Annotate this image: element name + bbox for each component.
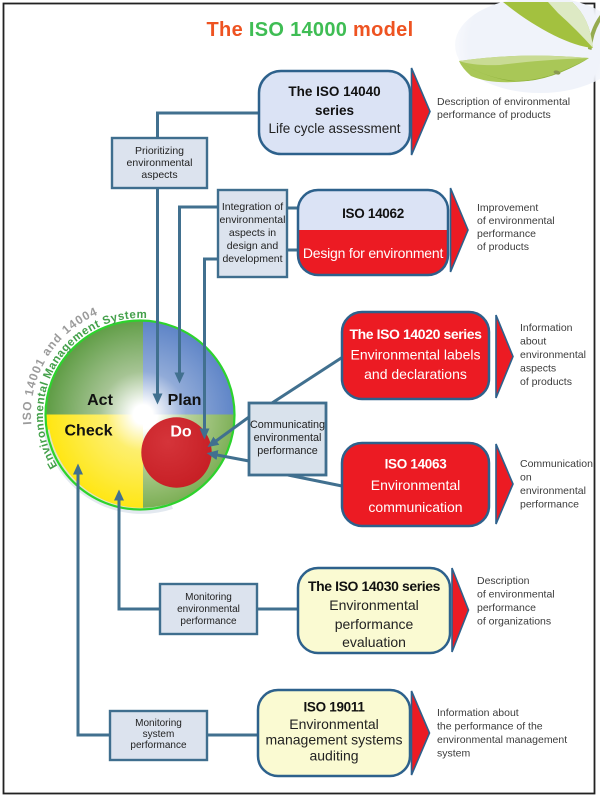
svg-text:environmental: environmental [127,157,193,169]
svg-text:design and: design and [227,240,279,252]
svg-text:The ISO 14040: The ISO 14040 [288,84,380,99]
svg-text:environmental: environmental [520,485,586,497]
svg-text:environmental: environmental [177,604,240,615]
svg-text:Communication: Communication [520,458,593,470]
svg-text:The ISO 14020 series: The ISO 14020 series [349,326,482,342]
svg-text:Do: Do [170,424,192,441]
svg-text:Check: Check [64,423,112,440]
svg-text:Environmental labels: Environmental labels [351,347,481,363]
svg-text:of environmental: of environmental [477,215,555,227]
svg-text:Integration of: Integration of [222,201,283,213]
svg-text:and declarations: and declarations [364,366,467,382]
svg-text:system: system [437,748,471,760]
svg-text:aspects in: aspects in [229,227,276,239]
svg-text:The ISO 14030 series: The ISO 14030 series [308,578,441,594]
svg-text:Plan: Plan [168,392,202,409]
svg-text:Environmental: Environmental [329,597,419,613]
svg-text:ISO 14063: ISO 14063 [385,457,448,472]
svg-text:Design for environment: Design for environment [303,245,444,261]
svg-text:ISO 14062: ISO 14062 [342,206,404,221]
svg-text:Monitoring: Monitoring [185,592,232,603]
svg-text:of products: of products [477,241,529,253]
svg-text:system: system [143,729,175,740]
svg-text:environmental: environmental [254,432,322,444]
svg-text:Life cycle assessment: Life cycle assessment [268,121,400,136]
svg-text:Description of environmental: Description of environmental [437,96,570,108]
svg-text:performance: performance [130,740,187,751]
svg-text:performance: performance [520,499,579,511]
svg-text:The ISO 14000 model: The ISO 14000 model [207,19,414,41]
svg-text:of organizations: of organizations [477,616,551,628]
svg-text:Description: Description [477,575,530,587]
svg-text:environmental management: environmental management [437,734,567,746]
svg-text:about: about [520,336,546,348]
svg-text:Environmental: Environmental [289,716,379,732]
svg-text:of environmental: of environmental [477,589,555,601]
svg-text:performance: performance [257,445,318,457]
svg-text:performance: performance [180,616,237,627]
svg-text:Monitoring: Monitoring [135,718,182,729]
svg-text:Improvement: Improvement [477,202,538,214]
svg-text:aspects: aspects [141,169,177,181]
svg-text:series: series [315,103,354,118]
svg-text:aspects: aspects [520,363,556,375]
svg-text:Communicating: Communicating [250,419,325,431]
svg-text:environmental: environmental [520,349,586,361]
svg-text:Environmental: Environmental [371,477,461,493]
svg-text:ISO 19011: ISO 19011 [303,700,365,715]
svg-text:of products: of products [520,376,572,388]
svg-text:performance: performance [477,602,536,614]
svg-text:environmental: environmental [220,214,286,226]
svg-text:Information: Information [520,322,573,334]
svg-text:evaluation: evaluation [342,634,406,650]
svg-text:management systems: management systems [266,732,403,748]
svg-text:development: development [222,253,282,265]
svg-text:Information about: Information about [437,707,519,719]
svg-text:on: on [520,472,532,484]
svg-text:communication: communication [368,499,462,515]
svg-text:performance of products: performance of products [437,109,551,121]
svg-text:auditing: auditing [309,748,358,764]
svg-text:performance: performance [335,616,414,632]
svg-text:performance: performance [477,228,536,240]
svg-text:Act: Act [87,392,113,409]
svg-text:the performance of the: the performance of the [437,721,543,733]
svg-text:Prioritizing: Prioritizing [135,145,184,157]
